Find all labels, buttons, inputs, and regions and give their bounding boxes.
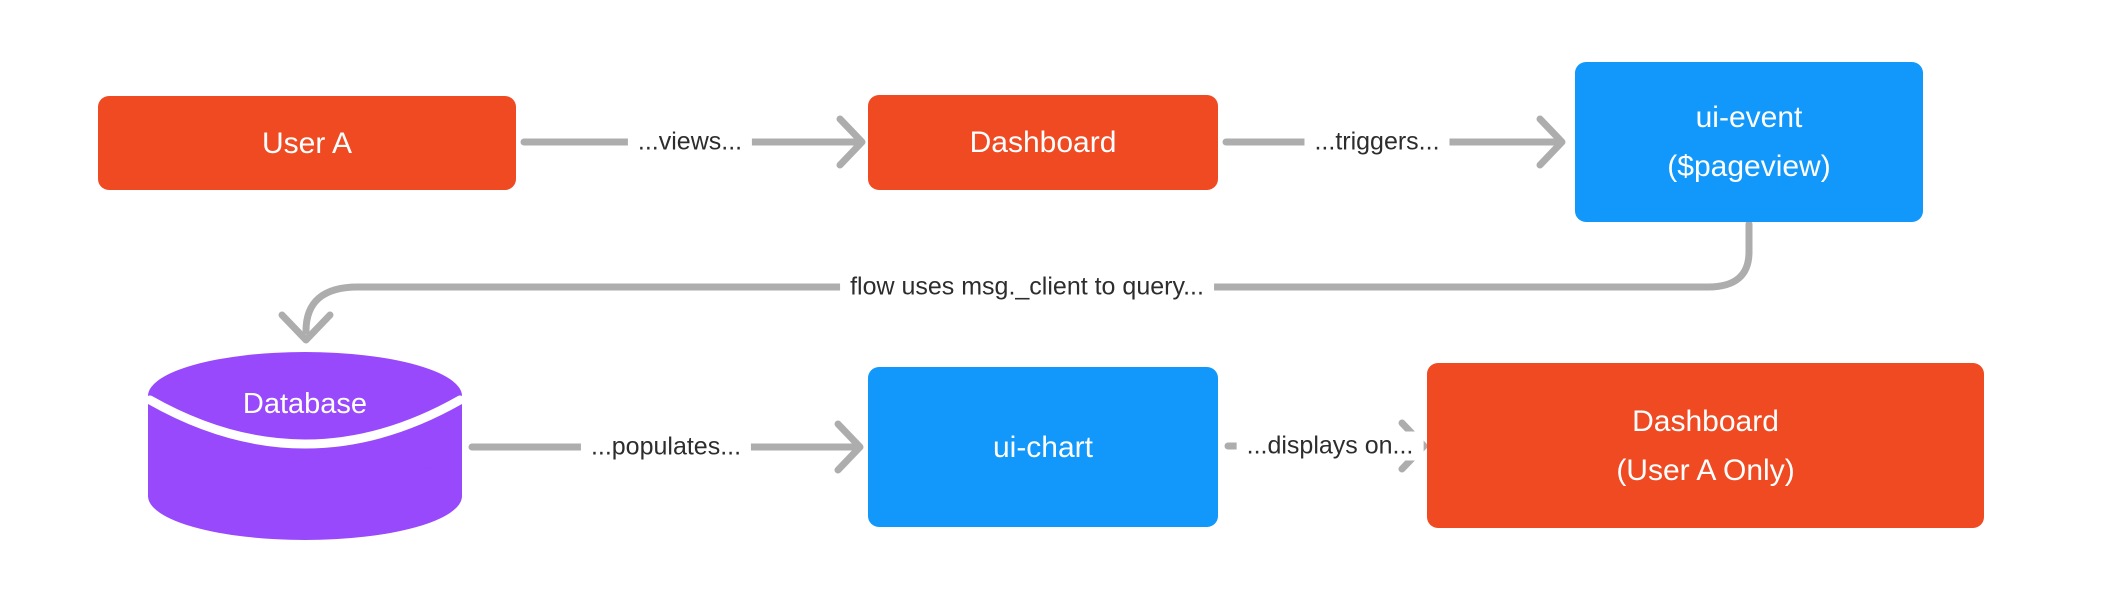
edge-label-views: ...views... — [627, 127, 753, 157]
node-label: Dashboard — [969, 126, 1117, 159]
edge-label-populates: ...populates... — [580, 432, 752, 462]
node-ui-chart: ui-chart — [868, 367, 1218, 527]
edge-label-query: flow uses msg._client to query... — [840, 272, 1214, 302]
node-user-a: User A — [98, 96, 516, 190]
node-sublabel: ($pageview) — [1667, 150, 1831, 183]
node-dashboard: Dashboard — [868, 95, 1218, 190]
node-label: User A — [261, 126, 353, 160]
edge-label-displays-on: ...displays on... — [1236, 431, 1424, 461]
node-dashboard-user-a: Dashboard (User A Only) — [1427, 363, 1984, 528]
arrowhead-right-icon — [836, 115, 866, 169]
database-cylinder-icon — [145, 352, 465, 540]
arrowhead-down-icon — [278, 311, 334, 344]
node-label: Database — [242, 388, 368, 420]
node-ui-event: ui-event ($pageview) — [1575, 62, 1923, 222]
node-label: ui-chart — [992, 430, 1094, 464]
arrowhead-right-icon — [1398, 419, 1428, 473]
arrowhead-right-icon — [1536, 115, 1566, 169]
edge-label-triggers: ...triggers... — [1304, 127, 1450, 157]
node-sublabel: (User A Only) — [1616, 453, 1795, 487]
node-label: ui-event — [1695, 101, 1803, 134]
node-label: Dashboard — [1632, 404, 1779, 438]
node-database-label: Database — [148, 388, 462, 421]
arrowhead-right-icon — [834, 420, 864, 474]
